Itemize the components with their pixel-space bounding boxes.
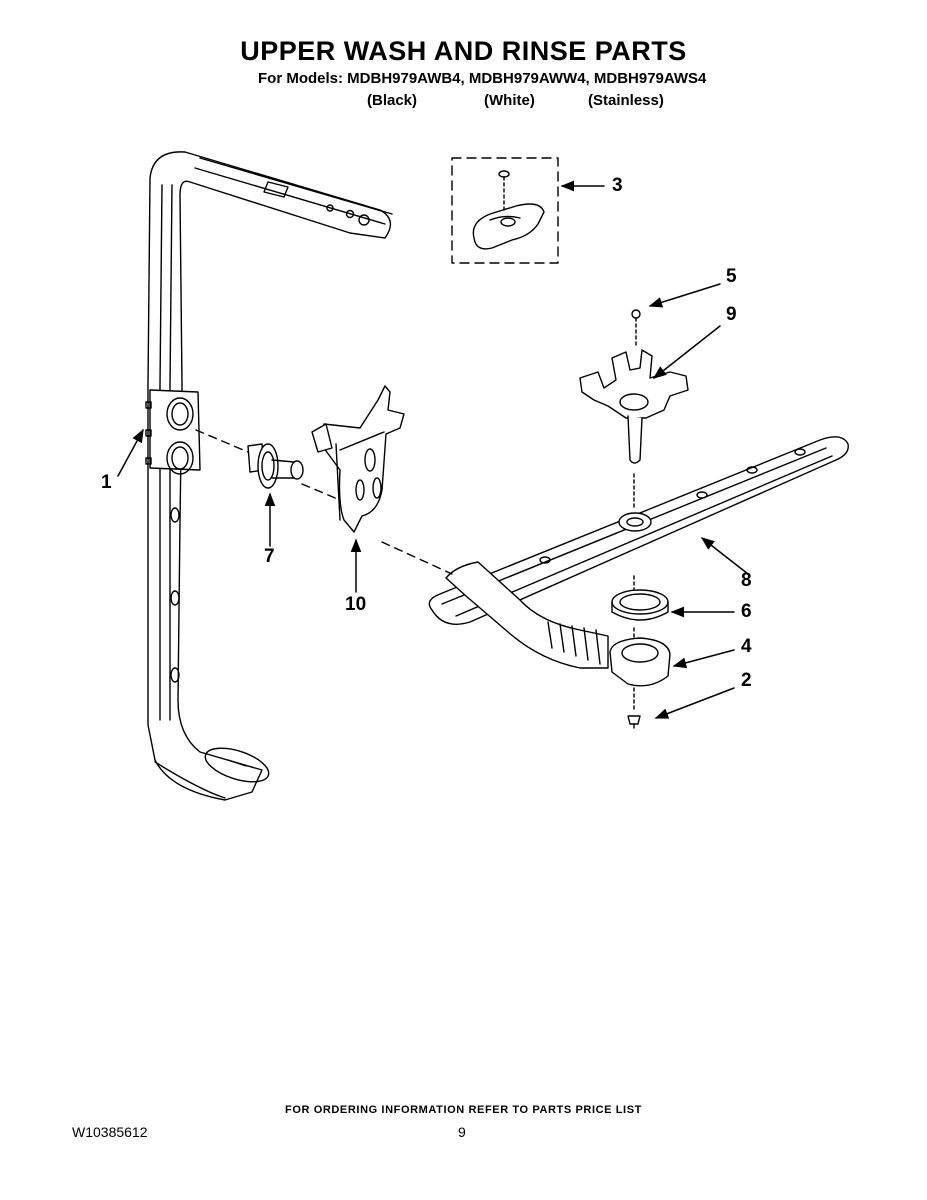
callout-7: 7 bbox=[264, 546, 275, 567]
spray-arm-mount-detail bbox=[451, 157, 559, 264]
callout-8: 8 bbox=[741, 570, 752, 591]
diverter-valve bbox=[247, 443, 304, 489]
callout-1: 1 bbox=[101, 472, 112, 493]
callout-9: 9 bbox=[726, 304, 737, 325]
ordering-note: FOR ORDERING INFORMATION REFER TO PARTS … bbox=[285, 1104, 642, 1116]
variant-stainless: (Stainless) bbox=[588, 92, 664, 109]
variant-black: (Black) bbox=[367, 92, 418, 109]
callout-2: 2 bbox=[741, 670, 752, 691]
callout-3: 3 bbox=[612, 175, 623, 196]
assembly-lines bbox=[195, 429, 453, 575]
diverter-bracket bbox=[311, 385, 405, 533]
spray-arm-hub bbox=[609, 627, 671, 687]
lower-spray-arm bbox=[428, 436, 849, 625]
models-line: For Models: MDBH979AWB4, MDBH979AWW4, MD… bbox=[258, 70, 707, 87]
upper-wash-conduit bbox=[145, 151, 393, 801]
variant-white: (White) bbox=[484, 92, 535, 109]
spray-arm-manifold bbox=[579, 309, 689, 464]
callout-5: 5 bbox=[726, 266, 737, 287]
lower-spray-conduit bbox=[445, 561, 609, 669]
callout-10: 10 bbox=[345, 594, 367, 615]
hub-screw bbox=[627, 687, 641, 729]
callout-4: 4 bbox=[741, 636, 752, 657]
callout-arrows bbox=[117, 180, 749, 719]
callout-6: 6 bbox=[741, 601, 752, 622]
retainer-ring bbox=[611, 575, 669, 621]
page-number: 9 bbox=[458, 1124, 466, 1140]
page-title: UPPER WASH AND RINSE PARTS bbox=[240, 36, 687, 66]
document-number: W10385612 bbox=[72, 1124, 148, 1140]
